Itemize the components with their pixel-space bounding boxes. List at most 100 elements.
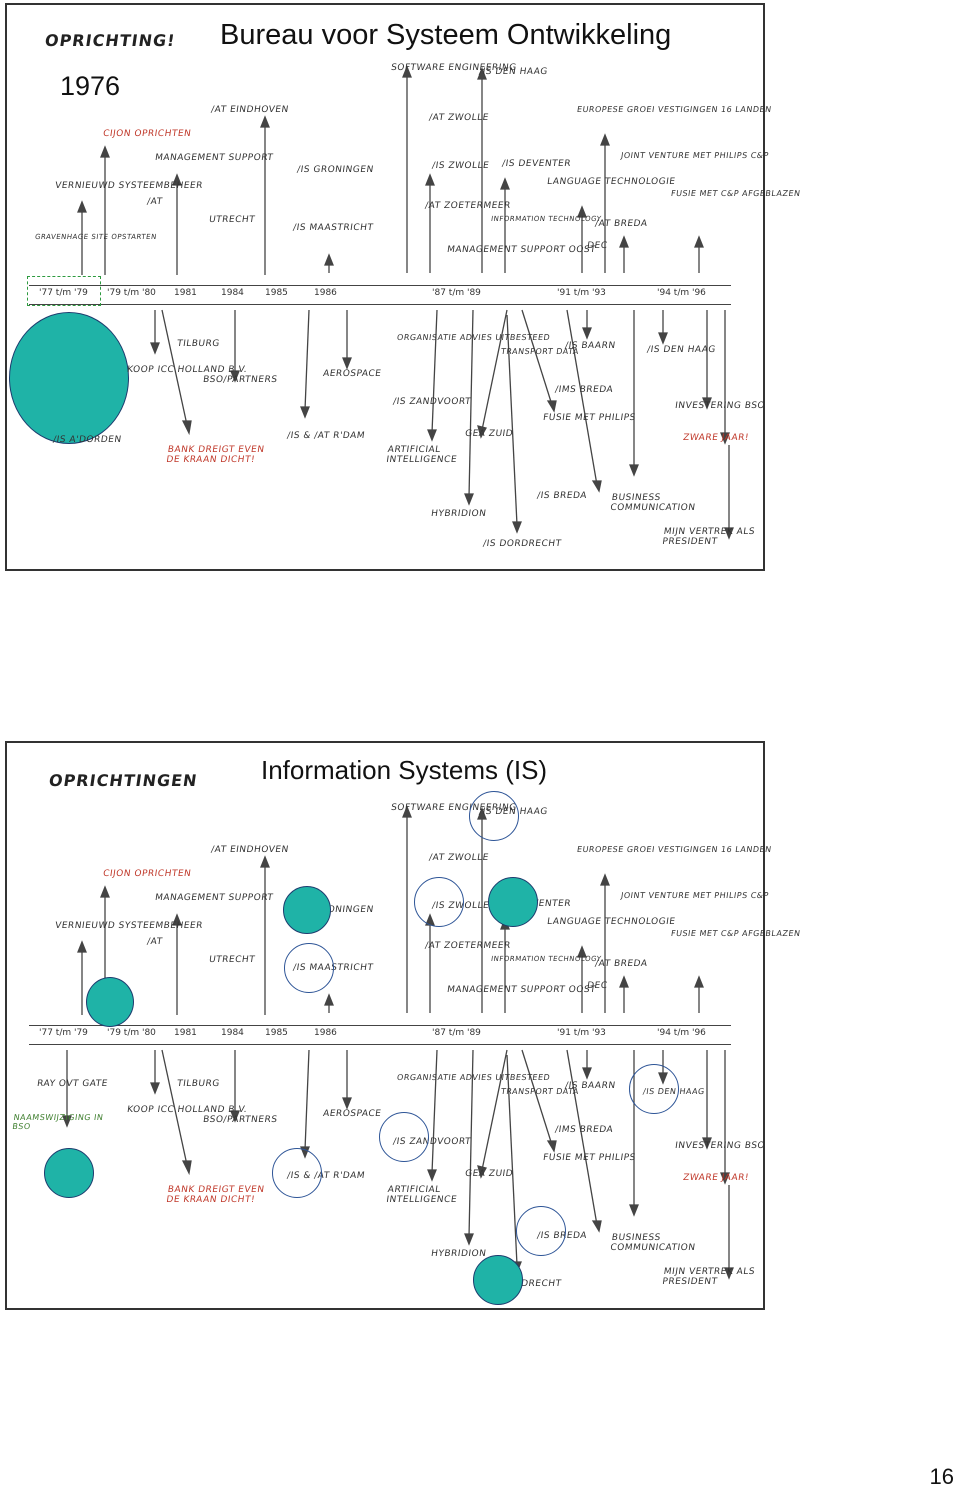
note: /IS DEVENTER bbox=[501, 159, 572, 169]
note: AEROSPACE bbox=[322, 1109, 382, 1119]
timeline-label: 1981 bbox=[174, 1028, 197, 1038]
note: /IS ZANDVOORT bbox=[392, 397, 472, 407]
note: ARTIFICIAL INTELLIGENCE bbox=[385, 1185, 458, 1205]
note: MANAGEMENT SUPPORT bbox=[154, 893, 274, 903]
note: DEC bbox=[586, 241, 609, 251]
note: BSO/PARTNERS bbox=[202, 1115, 279, 1125]
note: /IS BAARN bbox=[564, 1081, 617, 1091]
note: HYBRIDION bbox=[430, 1249, 487, 1259]
timeline-bar: '77 t/m '79 '79 t/m '80 1981 1984 1985 1… bbox=[29, 285, 731, 305]
note: /IS A'DORDEN bbox=[52, 435, 123, 445]
timeline-label: '87 t/m '89 bbox=[432, 288, 481, 298]
is-marker-ring bbox=[469, 791, 519, 841]
is-marker-filled bbox=[488, 877, 538, 927]
timeline-label: 1984 bbox=[221, 1028, 244, 1038]
timeline-label: '94 t/m '96 bbox=[657, 288, 706, 298]
arrows-layer bbox=[77, 65, 734, 540]
note: /IMS BREDA bbox=[554, 1125, 614, 1135]
note: INFORMATION TECHNOLOGY bbox=[490, 215, 602, 223]
is-marker-ring bbox=[516, 1206, 566, 1256]
slide-subtitle: 1976 bbox=[60, 71, 121, 101]
note: MANAGEMENT SUPPORT OOST bbox=[446, 985, 597, 995]
note: UTRECHT bbox=[208, 955, 256, 965]
note: /IS BAARN bbox=[564, 341, 617, 351]
note: /IS BREDA bbox=[536, 491, 588, 501]
note: INVESTERING BSO bbox=[674, 1141, 766, 1151]
note: /IMS BREDA bbox=[554, 385, 614, 395]
note: GEA ZUID bbox=[464, 429, 514, 439]
note: /IS MAASTRICHT bbox=[292, 223, 374, 233]
note: CIJON OPRICHTEN bbox=[102, 869, 192, 879]
timeline-label: '94 t/m '96 bbox=[657, 1028, 706, 1038]
note: KOOP ICC HOLLAND B.V. bbox=[126, 365, 248, 375]
note: INFORMATION TECHNOLOGY bbox=[490, 955, 602, 963]
note: /AT ZOETERMEER bbox=[424, 201, 512, 211]
note: FUSIE MET C&P AFGEBLAZEN bbox=[670, 189, 802, 198]
note: BANK DREIGT EVEN DE KRAAN DICHT! bbox=[165, 445, 266, 465]
note: DEC bbox=[586, 981, 609, 991]
is-marker-ring bbox=[379, 1112, 429, 1162]
note: /IS DEN HAAG bbox=[478, 67, 549, 77]
note: ORGANISATIE ADVIES UITBESTEED bbox=[396, 333, 551, 342]
note: HYBRIDION bbox=[430, 509, 487, 519]
timeline-label: 1986 bbox=[314, 1028, 337, 1038]
is-marker-ring bbox=[629, 1064, 679, 1114]
note: ZWARE JAAR! bbox=[682, 433, 750, 443]
timeline-label: 1981 bbox=[174, 288, 197, 298]
timeline-label: '91 t/m '93 bbox=[557, 288, 606, 298]
note: MANAGEMENT SUPPORT OOST bbox=[446, 245, 597, 255]
note: BANK DREIGT EVEN DE KRAAN DICHT! bbox=[165, 1185, 266, 1205]
note: TILBURG bbox=[176, 1079, 221, 1089]
note: MANAGEMENT SUPPORT bbox=[154, 153, 274, 163]
note: INVESTERING BSO bbox=[674, 401, 766, 411]
note: /AT EINDHOVEN bbox=[210, 105, 290, 115]
timeline-label: '91 t/m '93 bbox=[557, 1028, 606, 1038]
timeline-label: 1986 bbox=[314, 288, 337, 298]
note: /IS DORDRECHT bbox=[482, 539, 563, 549]
highlight-marker bbox=[9, 312, 129, 444]
note: CIJON OPRICHTEN bbox=[102, 129, 192, 139]
note: AEROSPACE bbox=[322, 369, 382, 379]
timeline-label: '87 t/m '89 bbox=[432, 1028, 481, 1038]
note: NAAMSWIJZIGING IN BSO bbox=[11, 1113, 104, 1131]
timeline-label: '77 t/m '79 bbox=[39, 1028, 88, 1038]
slide-title: Bureau voor Systeem Ontwikkeling bbox=[220, 19, 672, 51]
note: /AT BREDA bbox=[594, 959, 649, 969]
note: JOINT VENTURE MET PHILIPS C&P bbox=[620, 891, 770, 900]
note: EUROPESE GROEI VESTIGINGEN 16 LANDEN bbox=[576, 845, 773, 854]
highlight-box bbox=[27, 276, 101, 306]
note: MIJN VERTREK ALS PRESIDENT bbox=[661, 527, 756, 547]
is-marker-ring bbox=[414, 877, 464, 927]
note: /AT ZOETERMEER bbox=[424, 941, 512, 951]
timeline-label: 1985 bbox=[265, 1028, 288, 1038]
note: BUSINESS COMMUNICATION bbox=[609, 1233, 697, 1253]
is-marker-filled bbox=[44, 1148, 94, 1198]
timeline-label: 1985 bbox=[265, 288, 288, 298]
slide-1: OPRICHTING! Bureau voor Systeem Ontwikke… bbox=[5, 3, 801, 571]
note: /IS DEN HAAG bbox=[646, 345, 717, 355]
note: VERNIEUWD SYSTEEMBEHEER bbox=[54, 181, 204, 191]
note: /AT bbox=[146, 197, 164, 207]
note: MIJN VERTREK ALS PRESIDENT bbox=[661, 1267, 756, 1287]
is-marker-ring bbox=[284, 943, 334, 993]
note: TILBURG bbox=[176, 339, 221, 349]
note: EUROPESE GROEI VESTIGINGEN 16 LANDEN bbox=[576, 105, 773, 114]
note: LANGUAGE TECHNOLOGIE bbox=[546, 177, 677, 187]
note: BUSINESS COMMUNICATION bbox=[609, 493, 697, 513]
timeline-label: '79 t/m '80 bbox=[107, 1028, 156, 1038]
note: LANGUAGE TECHNOLOGIE bbox=[546, 917, 677, 927]
note: /AT ZWOLLE bbox=[428, 113, 490, 123]
note: UTRECHT bbox=[208, 215, 256, 225]
slide-title: Information Systems (IS) bbox=[261, 755, 548, 785]
note: JOINT VENTURE MET PHILIPS C&P bbox=[620, 151, 770, 160]
note: ORGANISATIE ADVIES UITBESTEED bbox=[396, 1073, 551, 1082]
note: GRAVENHAGE SITE OPSTARTEN bbox=[34, 233, 158, 241]
note: ARTIFICIAL INTELLIGENCE bbox=[385, 445, 458, 465]
note: FUSIE MET PHILIPS bbox=[542, 1153, 637, 1163]
note: RAY OVT GATE bbox=[36, 1079, 109, 1089]
slide-2: OPRICHTINGEN Information Systems (IS) bbox=[5, 741, 801, 1310]
is-marker-ring bbox=[272, 1148, 322, 1198]
note: BSO/PARTNERS bbox=[202, 375, 279, 385]
note: /AT EINDHOVEN bbox=[210, 845, 290, 855]
note: KOOP ICC HOLLAND B.V. bbox=[126, 1105, 248, 1115]
